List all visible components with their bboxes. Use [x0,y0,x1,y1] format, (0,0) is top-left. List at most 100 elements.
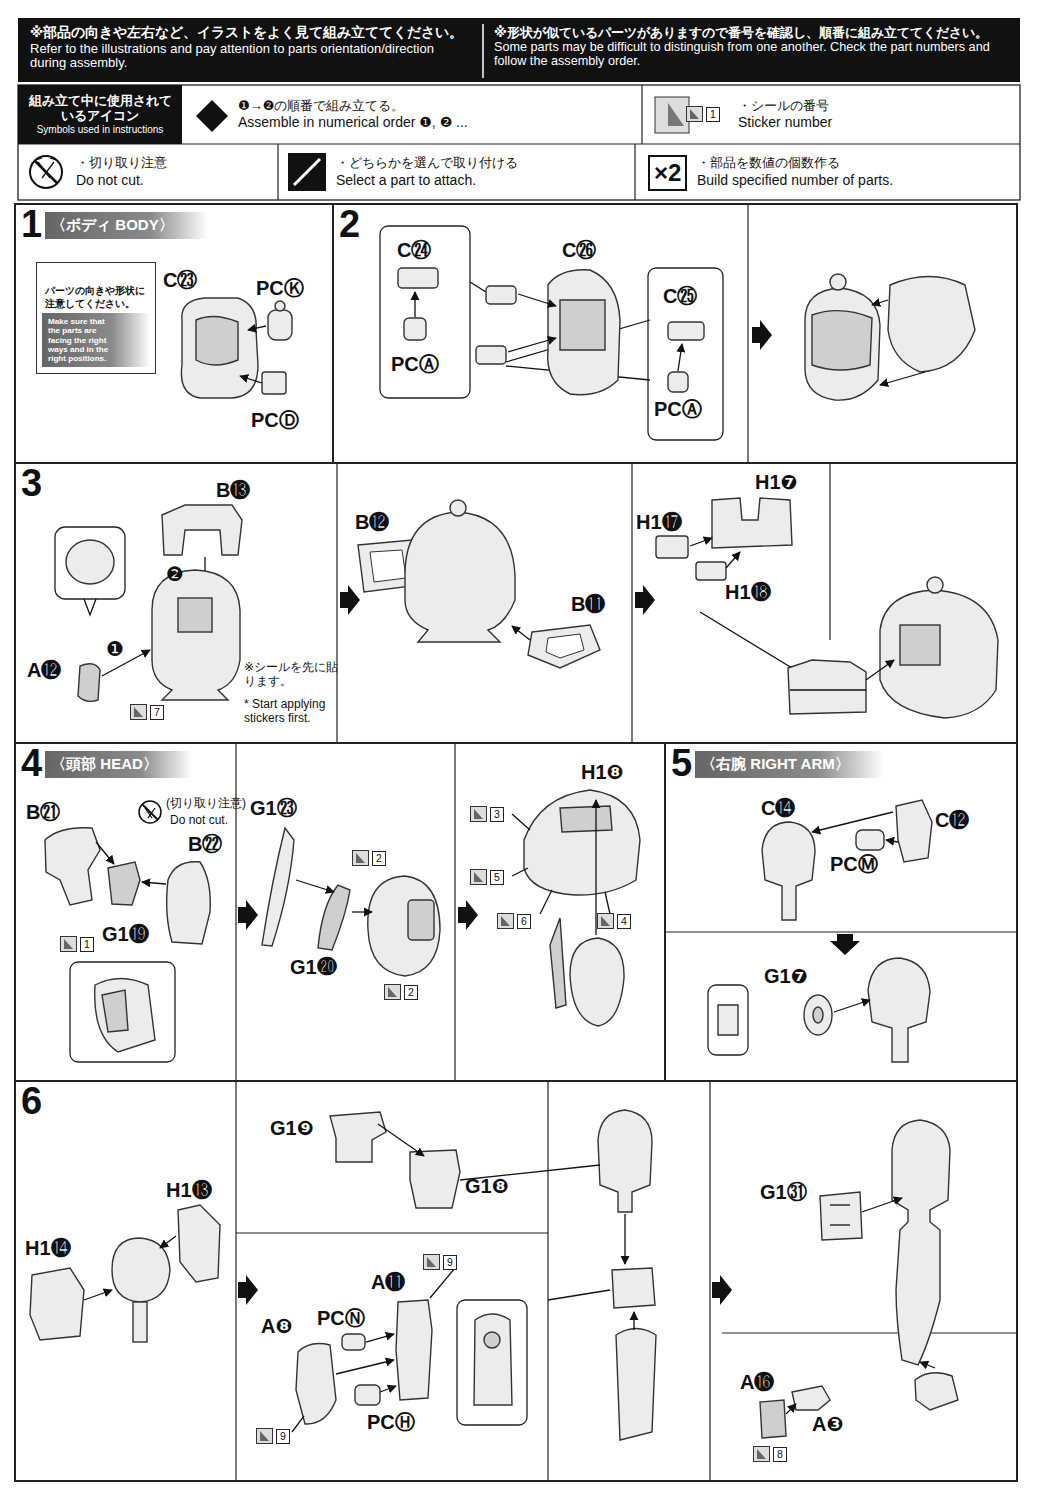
note-text: ※シールを先に貼ります。 [244,660,342,689]
sticker-number-holder: 2 [352,850,386,866]
notice-bar: ※部品の向きや左右など、イラストをよく見て組み立ててください。Refer to … [24,20,479,82]
note-text-holder: * Start applying stickers first. [244,697,342,726]
part-number: C㉓ [163,268,197,292]
step-panel: 5〈右腕 RIGHT ARM〉 [664,742,1018,1082]
step-title: 〈頭部 HEAD〉 [45,751,192,778]
icon-meaning-en: Assemble in numerical order ❶, ❷ ... [238,114,636,131]
part-number-holder: G1㉓ [250,796,297,820]
sticker-icon [686,106,703,122]
part-number: G1⓳ [102,922,149,946]
part-number-holder: B㉑ [26,800,60,824]
step-number: 3 [18,464,45,502]
part-number-holder: B⓬ [355,510,389,534]
part-number: C㉔ [397,238,431,262]
icon-legend-item: ❶→❷の順番で組み立てる。Assemble in numerical order… [182,85,642,144]
part-number: PCⒹ [251,408,299,432]
sticker-number: 2 [404,985,418,1000]
sticker-number: 7 [150,705,164,720]
sticker-icon [384,984,401,1000]
step-panel: 4 〈頭部 HEAD〉 [14,742,666,1082]
part-number: G1❽ [465,1174,509,1198]
sticker-number: 6 [517,914,531,929]
part-number-holder: PCⒶ [654,397,702,421]
icon-meaning-en: Do not cut. [76,172,272,189]
note-text-en: Make sure that the parts are facing the … [42,313,150,367]
part-number: PCⓃ [317,1306,365,1330]
part-number-holder: C㉓ [163,268,197,292]
step-number: 5 [668,744,695,782]
sticker-number: 9 [443,1255,457,1270]
part-number-holder: PCⒽ [367,1410,415,1434]
step-heading: 1〈ボディ BODY〉 [18,205,208,243]
step-panel: 6 [14,1080,1018,1482]
sticker-number-holder: 9 [256,1428,290,1444]
sticker-number-holder: 9 [423,1254,457,1270]
part-number-holder: PCⒹ [251,408,299,432]
order-marker-holder: ❶ [106,637,124,661]
part-number-holder: G1㉛ [760,1180,807,1204]
part-number-holder: B⓭ [216,478,250,502]
part-number: A⓰ [740,1370,774,1394]
part-number-holder: B⓫ [571,592,605,616]
icon-legend-item: ・切り取り注意Do not cut. [18,144,278,200]
part-number: H1❽ [581,760,624,784]
sticker-number-holder: 8 [753,1446,787,1462]
part-number-holder: C㉖ [562,238,596,262]
sticker-number-holder: 7 [130,704,164,720]
step-number: 6 [18,1082,45,1120]
part-number-holder: G1❾ [270,1116,314,1140]
icon-meaning-jp: ・切り取り注意 [76,155,272,171]
sticker-number: 2 [372,851,386,866]
part-number: G1❾ [270,1116,314,1140]
part-number-holder: C㉔ [397,238,431,262]
note-text-jp: パーツの向きや形状に注意してください。 [42,285,150,310]
notice-bar: ※形状が似ているパーツがありますので番号を確認し、順番に組み立ててください。So… [488,20,1018,82]
sticker-number: 3 [490,807,504,822]
part-number: B⓬ [355,510,389,534]
sticker-number-holder: 2 [384,984,418,1000]
icon-meaning-jp: ・どちらかを選んで取り付ける [336,155,629,171]
sticker-number: 1 [80,937,94,952]
step-panel: 2 [332,203,1018,464]
part-number-holder: H1❼ [755,470,798,494]
sticker-icon [753,1446,770,1462]
icon-meaning-en: Select a part to attach. [336,172,629,189]
sticker-number-holder: 6 [497,913,531,929]
part-number-holder: A⓬ [27,658,61,682]
step-heading: 4〈頭部 HEAD〉 [18,744,192,782]
step-heading: 3 [18,464,45,502]
note-text-holder: (切り取り注意) [166,793,246,811]
part-number: C⓮ [761,796,795,820]
sticker-icon [130,704,147,720]
part-number-holder: H1⓱ [636,510,682,534]
notice-text-jp: ※部品の向きや左右など、イラストをよく見て組み立ててください。 [30,24,473,42]
sticker-number-holder: 5 [470,869,504,885]
part-number-holder: H1⓮ [25,1236,71,1260]
step-heading: 6 [18,1082,45,1120]
part-number-holder: A⓰ [740,1370,774,1394]
part-number: G1⓴ [290,955,337,979]
part-number: A❽ [261,1314,292,1338]
icon-meaning-jp: ・シールの番号 [738,98,1014,114]
part-number-holder: A⓫ [371,1270,405,1294]
part-number: A❸ [812,1412,843,1436]
part-number-holder: PCⓃ [317,1306,365,1330]
icon-meaning-jp: ・部品を数値の個数作る [697,155,1014,171]
part-number-holder: H1⓲ [725,580,771,604]
notice-text-en: Some parts may be difficult to distingui… [494,41,1012,69]
step-heading: 2 [336,205,363,243]
sticker-number: 4 [617,914,631,929]
sticker-number: 1 [706,107,720,122]
part-number: H1⓮ [25,1236,71,1260]
step-title: 〈ボディ BODY〉 [45,212,208,239]
part-number: PCⒽ [367,1410,415,1434]
part-number-holder: PCⓂ [830,852,878,876]
order-marker-holder: ❷ [166,562,184,586]
note-text-holder: Do not cut. [170,810,240,828]
sticker-number: 9 [276,1429,290,1444]
part-number: PCⒶ [654,397,702,421]
icon-meaning-jp: ❶→❷の順番で組み立てる。 [238,98,636,114]
icon-meaning-en: Sticker number [738,114,1014,131]
part-number: C㉕ [663,284,697,308]
part-number: C㉖ [562,238,596,262]
